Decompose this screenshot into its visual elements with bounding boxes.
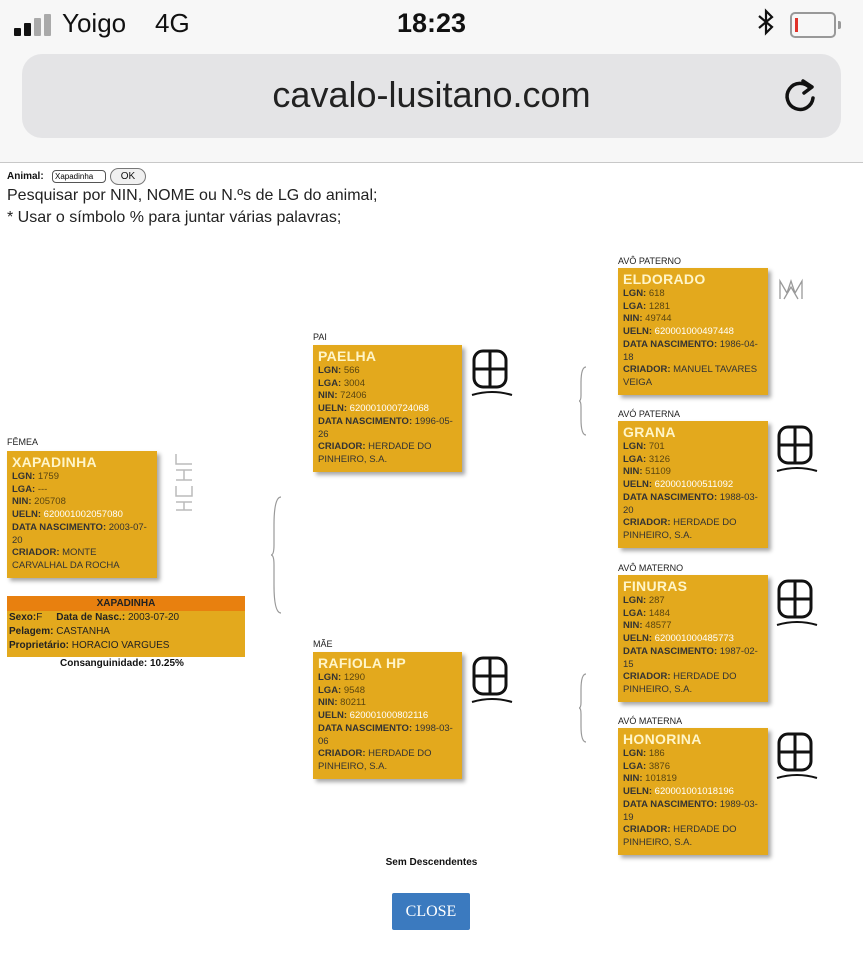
dam-relation: MÃE: [313, 639, 333, 649]
bracket: [578, 366, 587, 436]
carrier-name: Yoigo: [62, 8, 127, 38]
brand-mark-icon: [776, 579, 818, 626]
browser-toolbar: cavalo-lusitano.com: [0, 48, 863, 163]
owner-value: HORACIO VARGUES: [71, 640, 170, 651]
gp-paternal-f-relation: AVÓ PATERNA: [618, 409, 681, 419]
close-button[interactable]: CLOSE: [392, 893, 470, 930]
gp-maternal-f-card[interactable]: HONORINA LGN: 186 LGA: 3876 NIN: 101819 …: [618, 728, 768, 855]
search-hint: Pesquisar por NIN, NOME ou N.ºs de LG do…: [7, 187, 378, 204]
gp-maternal-f-relation: AVÓ MATERNA: [618, 716, 683, 726]
url-text[interactable]: cavalo-lusitano.com: [272, 74, 591, 115]
gp-paternal-m-name[interactable]: ELDORADO: [623, 271, 706, 287]
clock: 18:23: [396, 8, 467, 38]
gp-maternal-f-name[interactable]: HONORINA: [623, 731, 702, 747]
animal-relation: FÊMEA: [7, 437, 39, 447]
gp-paternal-f-name[interactable]: GRANA: [623, 424, 676, 440]
animal-info-box: XAPADINHA Sexo:F Data de Nasc.: 2003-07-…: [7, 596, 245, 657]
birth-value: 2003-07-20: [127, 612, 180, 623]
brand-mark-icon: [779, 278, 803, 300]
sire-name[interactable]: PAELHA: [318, 348, 377, 364]
sire-card[interactable]: PAELHA LGN: 566 LGA: 3004 NIN: 72406 UEL…: [313, 345, 462, 472]
search-hint-wildcard: * Usar o símbolo % para juntar várias pa…: [7, 209, 342, 226]
bluetooth-icon: [757, 8, 775, 43]
info-title: XAPADINHA: [7, 596, 245, 611]
search-input[interactable]: [52, 170, 106, 183]
brand-mark-icon: [471, 349, 513, 396]
search-label: Animal:: [7, 171, 44, 182]
gp-paternal-m-card[interactable]: ELDORADO LGN: 618 LGA: 1281 NIN: 49744 U…: [618, 268, 768, 395]
coat-value: CASTANHA: [56, 626, 110, 637]
gp-maternal-m-relation: AVÔ MATERNO: [618, 563, 684, 573]
brand-mark-icon: [776, 425, 818, 472]
signal-icon: [14, 14, 54, 36]
battery-level: [795, 18, 798, 32]
animal-name[interactable]: XAPADINHA: [12, 454, 97, 470]
battery-icon: [790, 12, 841, 38]
brand-mark-icon: [175, 454, 193, 511]
status-bar: Yoigo 4G 18:23: [0, 0, 863, 48]
sire-relation: PAI: [313, 332, 327, 342]
bracket: [578, 673, 587, 743]
brand-mark-icon: [776, 732, 818, 779]
gp-maternal-m-name[interactable]: FINURAS: [623, 578, 688, 594]
bracket: [270, 496, 282, 614]
ok-button[interactable]: OK: [110, 168, 146, 185]
network-type: 4G: [155, 8, 190, 38]
animal-card[interactable]: XAPADINHA LGN: 1759 LGA: --- NIN: 205708…: [7, 451, 157, 578]
gp-paternal-f-card[interactable]: GRANA LGN: 701 LGA: 3126 NIN: 51109 UELN…: [618, 421, 768, 548]
dam-card[interactable]: RAFIOLA HP LGN: 1290 LGA: 9548 NIN: 8021…: [313, 652, 462, 779]
sex-value: F: [36, 612, 43, 623]
descendants-status: Sem Descendentes: [385, 857, 478, 868]
gp-paternal-m-relation: AVÔ PATERNO: [618, 256, 682, 266]
inbreeding: Consanguinidade: 10.25%: [60, 658, 184, 669]
gp-maternal-m-card[interactable]: FINURAS LGN: 287 LGA: 1484 NIN: 48577 UE…: [618, 575, 768, 702]
reload-icon[interactable]: [780, 76, 820, 116]
dam-name[interactable]: RAFIOLA HP: [318, 655, 407, 671]
address-bar[interactable]: cavalo-lusitano.com: [22, 54, 841, 138]
brand-mark-icon: [471, 656, 513, 703]
